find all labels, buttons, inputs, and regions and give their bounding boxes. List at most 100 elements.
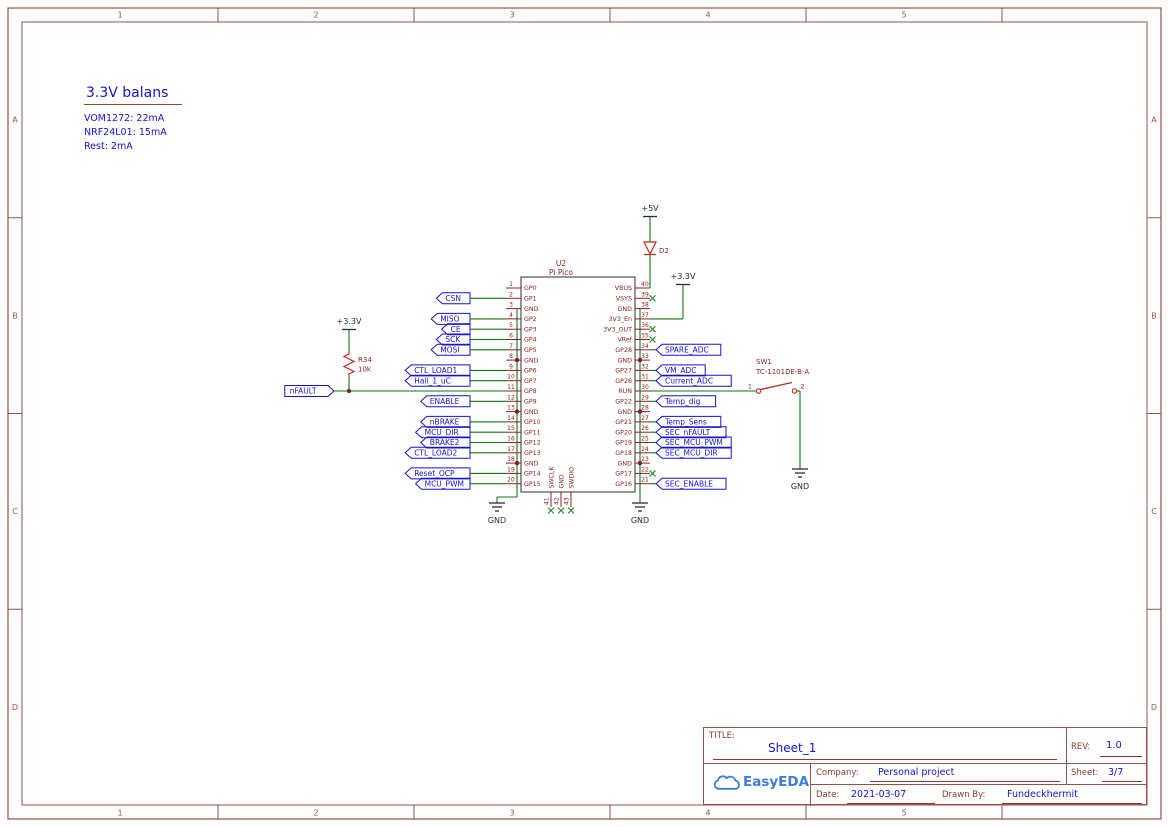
switch-lever[interactable] — [760, 381, 793, 391]
frame-row-label: C — [12, 507, 18, 516]
date-value[interactable]: 2021-03-07 — [851, 789, 907, 800]
net-flag-label[interactable]: SCK — [445, 335, 461, 344]
pin-number: 16 — [507, 436, 515, 443]
net-flag-label[interactable]: CTL_LOAD1 — [414, 366, 457, 375]
net-flag[interactable] — [655, 364, 706, 377]
net-flag[interactable] — [435, 292, 471, 305]
net-flag[interactable] — [404, 467, 471, 480]
pin-number: 35 — [641, 333, 649, 340]
net-flag-label[interactable]: Current_ADC — [665, 376, 713, 385]
resistor-value[interactable]: 10k — [358, 366, 372, 374]
company-value[interactable]: Personal project — [878, 767, 955, 778]
company-underline — [870, 781, 1060, 782]
net-flag[interactable] — [430, 343, 471, 356]
net-flag-label[interactable]: CTL_LOAD2 — [414, 448, 457, 457]
no-connect-x[interactable] — [649, 325, 656, 333]
title-block-divider — [810, 784, 1146, 785]
net-flag-label[interactable]: MOSI — [440, 345, 459, 354]
sheet-title[interactable]: Sheet_1 — [768, 741, 817, 755]
net-flag-label[interactable]: SPARE_ADC — [665, 345, 709, 354]
net-flag[interactable] — [404, 446, 471, 459]
net-flag[interactable] — [655, 415, 722, 428]
pin-name: GP19 — [615, 440, 632, 447]
net-flag-label[interactable]: SEC_MCU_DIR — [665, 448, 718, 457]
pin-name: GND — [618, 409, 633, 416]
notes-title[interactable]: 3.3V balans — [84, 85, 183, 105]
no-connect-x[interactable] — [649, 469, 656, 477]
gnd-label: GND — [631, 516, 649, 525]
net-flag[interactable] — [404, 374, 471, 387]
net-flag-label[interactable]: ENABLE — [430, 397, 460, 406]
switch-terminal[interactable] — [755, 388, 762, 394]
resistor-ref[interactable]: R34 — [358, 356, 372, 364]
pin-name: GND — [618, 357, 633, 364]
switch-value[interactable]: TC-1101DE-B-A — [755, 368, 809, 376]
net-flag-label[interactable]: nFAULT — [290, 387, 317, 396]
net-flag-label[interactable]: CSN — [445, 294, 461, 303]
net-flag[interactable] — [655, 395, 717, 408]
switch-ref[interactable]: SW1 — [756, 358, 772, 366]
net-flag-label[interactable]: nBRAKE — [430, 418, 460, 427]
net-flag[interactable] — [655, 343, 722, 356]
notes-line[interactable]: NRF24L01: 15mA — [84, 127, 167, 138]
power-net-label[interactable]: +5V — [641, 204, 659, 213]
net-flag-label[interactable]: SEC_nFAULT — [665, 428, 711, 437]
net-flag-label[interactable]: Reset_OCP — [414, 469, 455, 478]
date-label: Date: — [816, 790, 840, 800]
switch-pin-number: 1 — [748, 383, 752, 391]
net-flag[interactable] — [655, 374, 732, 387]
pin-name: GP7 — [524, 378, 537, 385]
pin-number: 6 — [509, 333, 513, 340]
pin-number: 43 — [564, 497, 571, 505]
title-block-divider — [810, 763, 811, 806]
chip-ref[interactable]: U2 — [556, 259, 566, 268]
net-flag[interactable] — [430, 312, 471, 325]
switch-terminal[interactable] — [791, 388, 798, 394]
net-flag-label[interactable]: VM_ADC — [665, 366, 697, 375]
sheet-value[interactable]: 3/7 — [1108, 767, 1124, 778]
net-flag[interactable] — [404, 364, 471, 377]
net-flag-label[interactable]: MISO — [440, 315, 459, 324]
resistor-r34[interactable] — [342, 351, 356, 377]
chip-body-u2[interactable] — [520, 276, 636, 493]
net-flag-label[interactable]: Temp_dig — [664, 397, 701, 406]
power-net-label[interactable]: +3.3V — [671, 272, 696, 281]
diode-d2[interactable] — [643, 241, 657, 256]
diode-ref[interactable]: D2 — [659, 247, 669, 255]
drawn-by-value[interactable]: Fundeckhermit — [1007, 789, 1078, 800]
net-flag[interactable] — [420, 395, 471, 408]
net-flag[interactable] — [655, 477, 727, 490]
net-flag[interactable] — [284, 385, 335, 397]
net-flag[interactable] — [414, 426, 471, 439]
net-flag[interactable] — [655, 446, 732, 459]
no-connect-x[interactable] — [547, 507, 555, 514]
chip-value[interactable]: Pi Pico — [549, 268, 573, 277]
net-flag[interactable] — [655, 436, 732, 449]
net-flag-label[interactable]: MCU_DIR — [425, 428, 459, 437]
rev-value[interactable]: 1.0 — [1106, 740, 1122, 751]
pin-name: GP16 — [615, 481, 632, 488]
net-flag-label[interactable]: Temp_Sens — [664, 418, 707, 427]
pin-name: GND — [524, 357, 539, 364]
title-underline — [713, 759, 1057, 760]
net-flag-label[interactable]: SEC_MCU_PWM — [665, 438, 723, 447]
pin-number: 25 — [641, 436, 649, 443]
net-flag-label[interactable]: MCU_PWM — [425, 479, 464, 488]
net-flag-label[interactable]: BRAKE2 — [430, 438, 460, 447]
no-connect-x[interactable] — [567, 507, 575, 514]
net-flag-label[interactable]: SEC_ENABLE — [665, 479, 713, 488]
pin-number: 21 — [641, 477, 649, 484]
power-net-label[interactable]: +3.3V — [337, 317, 362, 326]
pin-number: 5 — [509, 322, 513, 329]
no-connect-x[interactable] — [649, 294, 656, 302]
net-flag[interactable] — [414, 477, 471, 490]
no-connect-x[interactable] — [649, 336, 656, 343]
notes-line[interactable]: VOM1272: 22mA — [84, 113, 165, 124]
pin-name: GP4 — [524, 337, 537, 344]
net-flag[interactable] — [655, 426, 727, 439]
notes-line[interactable]: Rest: 2mA — [84, 141, 133, 152]
net-flag-label[interactable]: CE — [451, 325, 461, 334]
net-flag-label[interactable]: Hall_1_uC — [414, 376, 451, 385]
no-connect-x[interactable] — [557, 507, 565, 514]
